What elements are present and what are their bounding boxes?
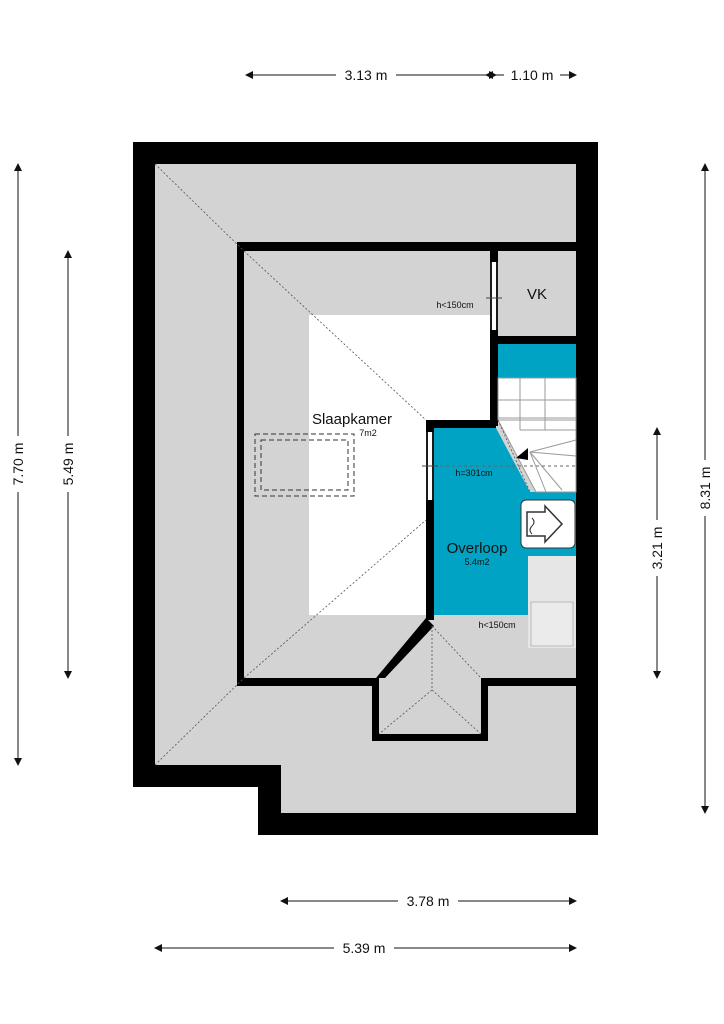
dim-right-inner: 3.21 m <box>649 527 665 570</box>
utility-unit <box>530 601 574 647</box>
dim-bottom-outer: 5.39 m <box>343 940 386 956</box>
landing-label: Overloop <box>447 540 508 557</box>
height-note-stair: h=301cm <box>455 468 492 478</box>
stair-left-wall <box>490 336 498 426</box>
vk-closet-floor <box>498 251 576 336</box>
height-note-vk: h<150cm <box>436 300 473 310</box>
landing-area-label: 5.4m2 <box>464 557 489 567</box>
dim-top-left: 3.13 m <box>345 67 388 83</box>
staircase-icon <box>434 377 577 493</box>
vk-door <box>486 262 502 330</box>
bedroom-label: Slaapkamer <box>312 411 392 428</box>
landing-area <box>434 428 576 615</box>
landing-left-wall <box>426 420 434 620</box>
height-note-landing: h<150cm <box>478 620 515 630</box>
landing-top-wall <box>426 420 496 428</box>
bedroom-full-height-area <box>309 315 490 615</box>
landing-top-strip <box>498 344 576 378</box>
skylight-window-icon <box>254 433 355 497</box>
boiler-icon <box>520 499 576 549</box>
bedroom-door <box>422 432 438 500</box>
dim-left-inner: 5.49 m <box>60 443 76 486</box>
diagonal-wall <box>376 618 434 678</box>
bedroom-area: 7m2 <box>359 428 377 438</box>
dim-top-right: 1.10 m <box>511 67 554 83</box>
roof-slope-lines <box>154 163 531 766</box>
vk-bottom-wall <box>490 336 576 344</box>
vk-label: VK <box>527 286 547 303</box>
dim-left-outer: 7.70 m <box>10 443 26 486</box>
dim-bottom-inner: 3.78 m <box>407 893 450 909</box>
dim-right-outer: 8.31 m <box>697 467 713 510</box>
